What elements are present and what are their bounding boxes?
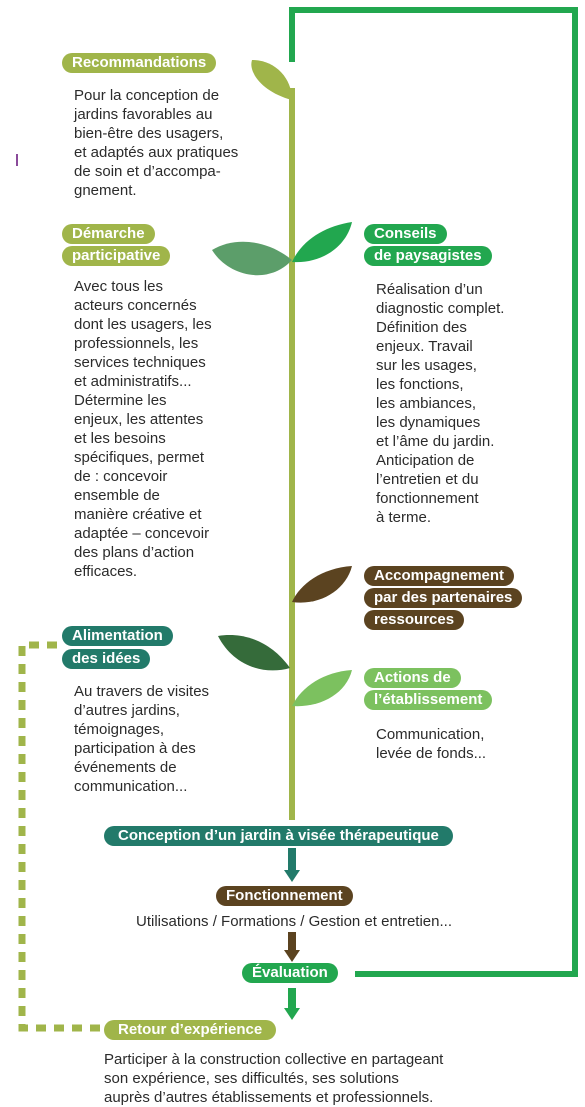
- arrow-fonctionnement-evaluation: [284, 950, 300, 962]
- arrow-evaluation-retour: [284, 1008, 300, 1020]
- demarche-title-line2: participative: [62, 246, 171, 266]
- recommandations-title: Recommandations: [62, 53, 217, 73]
- retour-title: Retour d’expérience: [104, 1020, 277, 1040]
- alimentation-text: Au travers de visites d’autres jardins, …: [74, 683, 210, 795]
- leaf-accompagnement: [292, 566, 352, 603]
- leaf-demarche: [212, 241, 292, 276]
- alimentation-title-line1: Alimentation: [62, 626, 173, 646]
- actions-title-line1: Actions de: [364, 668, 461, 688]
- leaf-conseils: [292, 222, 352, 263]
- arrow-conception-fonctionnement: [284, 870, 300, 882]
- accompagnement-title-line2: par des partenaires: [364, 588, 523, 608]
- leaf-actions: [292, 670, 352, 707]
- conseils-title-line1: Conseils: [364, 224, 447, 244]
- demarche-text: Avec tous les acteurs concernés dont les…: [74, 278, 212, 580]
- conception-title: Conception d’un jardin à visée thérapeut…: [104, 826, 453, 846]
- feedback-loop-line: [289, 7, 578, 977]
- demarche-title-line1: Démarche: [62, 224, 155, 244]
- conseils-title-line2: de paysagistes: [364, 246, 492, 266]
- conseils-text: Réalisation d’un diagnostic complet. Déf…: [376, 281, 505, 526]
- actions-title-line2: l’établissement: [364, 690, 493, 710]
- accompagnement-title-line1: Accompagnement: [364, 566, 515, 586]
- evaluation-title: Évaluation: [242, 963, 338, 983]
- fonctionnement-title: Fonctionnement: [216, 886, 353, 906]
- leaf-recommandations: [251, 60, 292, 100]
- actions-text: Communication, levée de fonds...: [376, 726, 487, 762]
- leaf-alimentation: [218, 635, 290, 671]
- accompagnement-title-line3: ressources: [364, 610, 465, 630]
- alimentation-title-line2: des idées: [62, 649, 151, 669]
- recommandations-text: Pour la conception de jardins favorables…: [74, 87, 239, 199]
- fonctionnement-text: Utilisations / Formations / Gestion et e…: [136, 913, 452, 930]
- retour-text: Participer à la construction collective …: [104, 1051, 444, 1106]
- dashed-loop-line: [18, 641, 100, 1032]
